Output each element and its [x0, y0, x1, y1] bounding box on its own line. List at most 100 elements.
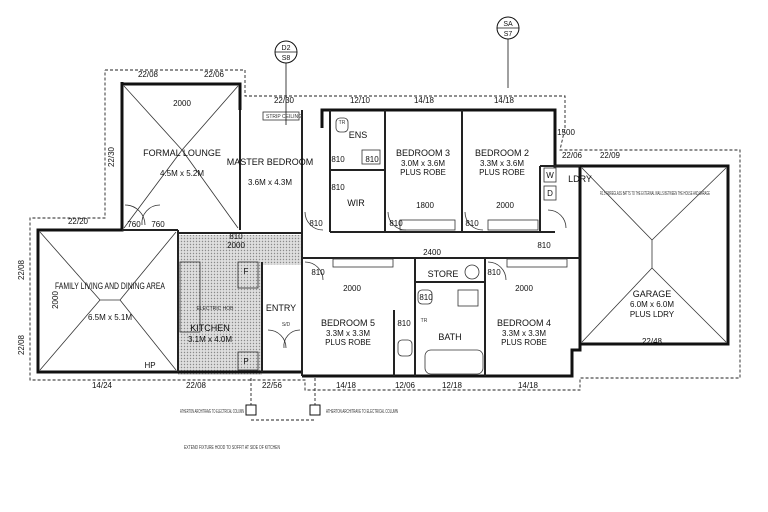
svg-text:14/18: 14/18: [414, 96, 435, 105]
svg-text:810: 810: [465, 219, 479, 228]
svg-text:3.0M x 3.6M: 3.0M x 3.6M: [401, 159, 445, 168]
svg-text:14/18: 14/18: [336, 381, 357, 390]
svg-text:3.6M x 4.3M: 3.6M x 4.3M: [248, 178, 292, 187]
room-entry: ENTRY: [266, 303, 296, 313]
svg-text:22/09: 22/09: [600, 151, 621, 160]
room-store: STORE: [428, 269, 459, 279]
svg-text:810: 810: [365, 155, 379, 164]
svg-text:BEDROOM 4: BEDROOM 4: [497, 318, 551, 328]
svg-text:TR: TR: [339, 120, 346, 126]
room-ldry: LDRY: [568, 174, 592, 184]
svg-text:R1.5 FIBREGLASS BATTS TO THE E: R1.5 FIBREGLASS BATTS TO THE EXTERNAL WA…: [600, 191, 710, 197]
svg-text:810: 810: [487, 268, 501, 277]
svg-text:22/08: 22/08: [17, 259, 26, 280]
svg-text:22/56: 22/56: [262, 381, 283, 390]
svg-text:12/18: 12/18: [442, 381, 463, 390]
svg-text:W: W: [546, 171, 554, 180]
svg-text:14/18: 14/18: [518, 381, 539, 390]
svg-text:GARAGE: GARAGE: [633, 289, 672, 299]
svg-text:PLUS ROBE: PLUS ROBE: [479, 168, 525, 177]
svg-text:6.0M x 6.0M: 6.0M x 6.0M: [630, 300, 674, 309]
svg-text:ELECTRIC HOB: ELECTRIC HOB: [197, 306, 235, 312]
svg-text:22/08: 22/08: [186, 381, 207, 390]
svg-text:22/20: 22/20: [68, 217, 89, 226]
svg-text:MASTER BEDROOM: MASTER BEDROOM: [227, 157, 314, 167]
svg-text:4.5M x 5.2M: 4.5M x 5.2M: [160, 169, 204, 178]
fixtures: [179, 111, 568, 375]
svg-text:14/18: 14/18: [494, 96, 515, 105]
interior-walls: [122, 110, 580, 376]
svg-text:S/D: S/D: [282, 322, 291, 328]
svg-text:22/06: 22/06: [204, 70, 225, 79]
svg-text:BEDROOM 5: BEDROOM 5: [321, 318, 375, 328]
svg-text:F: F: [244, 267, 249, 276]
column-left: [245, 404, 257, 416]
svg-text:6.5M x 5.1M: 6.5M x 5.1M: [88, 313, 132, 322]
svg-text:STRIP CEILING: STRIP CEILING: [266, 114, 302, 120]
section-marker-d2: D2 S8: [274, 40, 298, 125]
svg-text:22/08: 22/08: [17, 334, 26, 355]
room-kitchen: KITCHEN 3.1M x 4.0M: [188, 323, 232, 344]
svg-text:TR: TR: [421, 318, 428, 324]
svg-text:1800: 1800: [416, 201, 434, 210]
svg-text:PLUS ROBE: PLUS ROBE: [400, 168, 446, 177]
notes: R1.5 FIBREGLASS BATTS TO THE EXTERNAL WA…: [180, 114, 710, 451]
section-label-sa: SA: [503, 21, 513, 28]
dimensions: 22/08 22/06 22/30 12/10 14/18 14/18 1500…: [17, 70, 663, 390]
svg-text:EXTEND FIXTURE HOOD TO SOFFIT: EXTEND FIXTURE HOOD TO SOFFIT AT SIDE OF…: [184, 445, 280, 451]
svg-text:ATHERTON ARCHITRAVE TO ELECTRI: ATHERTON ARCHITRAVE TO ELECTRICAL COLUMN: [180, 409, 244, 415]
svg-text:D: D: [547, 189, 553, 198]
svg-text:12/10: 12/10: [350, 96, 371, 105]
svg-text:P: P: [243, 357, 248, 366]
svg-text:22/08: 22/08: [138, 70, 159, 79]
room-ens: ENS: [349, 130, 368, 140]
svg-text:3.3M x 3.6M: 3.3M x 3.6M: [480, 159, 524, 168]
roof-lines: [39, 85, 727, 371]
svg-text:2000: 2000: [227, 241, 245, 250]
room-bedroom3: BEDROOM 3 3.0M x 3.6M PLUS ROBE: [396, 148, 450, 177]
svg-text:PLUS ROBE: PLUS ROBE: [501, 338, 547, 347]
svg-text:BEDROOM 2: BEDROOM 2: [475, 148, 529, 158]
svg-text:810: 810: [537, 241, 551, 250]
svg-text:22/30: 22/30: [107, 146, 116, 167]
section-marker-sa: SA S7: [496, 16, 520, 88]
room-formal-lounge: FORMAL LOUNGE 4.5M x 5.2M: [143, 148, 221, 178]
svg-text:2000: 2000: [343, 284, 361, 293]
room-bedroom4: BEDROOM 4 3.3M x 3.3M PLUS ROBE: [497, 318, 551, 347]
section-label-s7: S7: [504, 31, 513, 38]
room-bath: BATH: [438, 332, 461, 342]
svg-text:3.3M x 3.3M: 3.3M x 3.3M: [326, 329, 370, 338]
svg-text:FORMAL LOUNGE: FORMAL LOUNGE: [143, 148, 221, 158]
column-right: [309, 404, 321, 416]
svg-text:810: 810: [229, 232, 243, 241]
door-swings: [124, 204, 567, 349]
tiled-floor-entry: [262, 235, 302, 265]
svg-text:810: 810: [311, 268, 325, 277]
svg-text:HP: HP: [144, 361, 155, 370]
eave-line: [29, 69, 741, 391]
svg-text:12/06: 12/06: [395, 381, 416, 390]
svg-text:810: 810: [419, 293, 433, 302]
svg-text:2400: 2400: [423, 248, 441, 257]
section-label-d2: D2: [282, 45, 291, 52]
svg-text:14/24: 14/24: [92, 381, 113, 390]
svg-text:ATHERTON ARCHITRAVE TO ELECTRI: ATHERTON ARCHITRAVE TO ELECTRICAL COLUMN: [326, 409, 398, 415]
svg-text:KITCHEN: KITCHEN: [190, 323, 230, 333]
svg-text:810: 810: [331, 155, 345, 164]
svg-text:22/06: 22/06: [562, 151, 583, 160]
room-master-bedroom: MASTER BEDROOM 3.6M x 4.3M: [227, 157, 314, 187]
svg-text:2000: 2000: [51, 291, 60, 309]
svg-text:810: 810: [389, 219, 403, 228]
svg-text:760: 760: [151, 220, 165, 229]
svg-text:760: 760: [127, 220, 141, 229]
room-bedroom5: BEDROOM 5 3.3M x 3.3M PLUS ROBE: [321, 318, 375, 347]
svg-text:2000: 2000: [173, 99, 191, 108]
section-label-s8: S8: [282, 55, 291, 62]
room-bedroom2: BEDROOM 2 3.3M x 3.6M PLUS ROBE: [475, 148, 529, 177]
svg-text:2000: 2000: [515, 284, 533, 293]
svg-text:810: 810: [331, 183, 345, 192]
room-garage: GARAGE 6.0M x 6.0M PLUS LDRY: [630, 289, 675, 319]
svg-text:810: 810: [397, 319, 411, 328]
